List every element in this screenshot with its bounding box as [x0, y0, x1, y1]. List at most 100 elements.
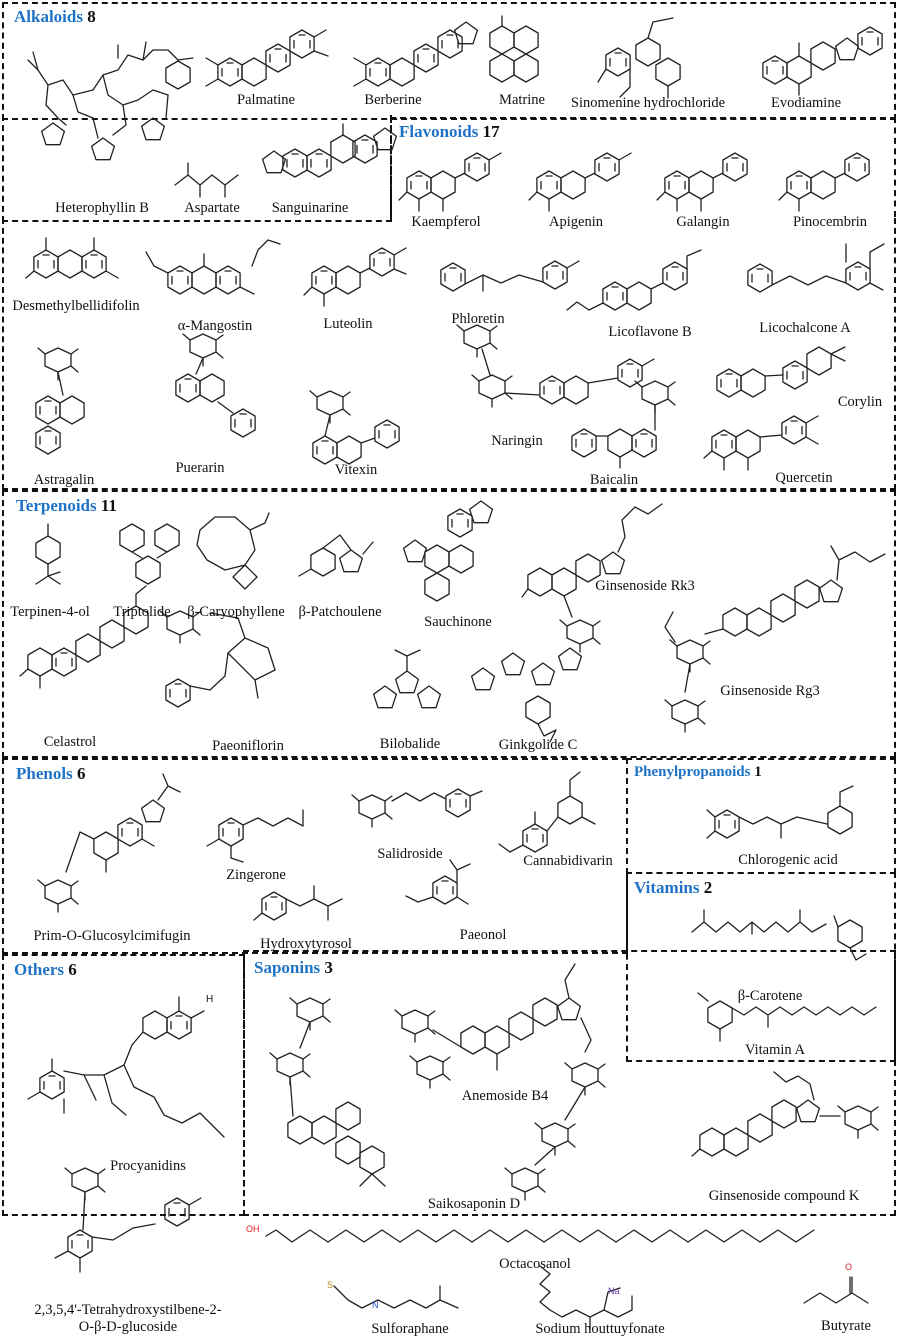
alkaloids-box [2, 2, 896, 120]
label-triptolide: Triptolide [113, 604, 171, 620]
label-evodiamine: Evodiamine [770, 95, 842, 111]
atom-s-1: S [327, 1280, 334, 1290]
label-carotene: β-Carotene [737, 988, 803, 1004]
patchoulene-structure [298, 534, 374, 577]
butyrate-structure [803, 1276, 869, 1304]
hydroxytyrosol-structure [253, 885, 343, 921]
ginkgolide-structure [470, 647, 583, 743]
saikosaponin-structure [269, 997, 386, 1187]
flavonoids-name: Flavonoids [399, 122, 479, 141]
label-matrine: Matrine [499, 92, 545, 108]
houttuyfonate-structure [539, 1265, 633, 1331]
label-quercetin: Quercetin [775, 470, 833, 486]
label-zingerone: Zingerone [226, 867, 286, 883]
label-sauchinone: Sauchinone [424, 614, 492, 630]
vitamins-name: Vitamins [634, 878, 700, 897]
saponins-name: Saponins [254, 958, 321, 977]
phenylpropanoids-header: Phenylpropanoids 1 [634, 764, 762, 781]
label-houttuyfonate: Sodium houttuyfonate [535, 1321, 665, 1337]
celastrol-structure [19, 585, 149, 689]
puerarin-structure [175, 333, 256, 438]
quercetin-structure [703, 415, 819, 471]
label-butyrate: Butyrate [821, 1318, 871, 1334]
matrine-structure [489, 15, 539, 83]
terpenoids-header: Terpenoids 11 [16, 496, 117, 516]
label-patchoulene: β-Patchoulene [298, 604, 382, 620]
label-heterophyllin: Heterophyllin B [55, 200, 149, 216]
label-puerarin: Puerarin [175, 460, 225, 476]
zingerone-structure [206, 809, 304, 863]
phenylpropanoids-count: 1 [754, 764, 762, 780]
label-compoundk: Ginsenoside compound K [708, 1188, 860, 1204]
baicalin-structure [571, 380, 676, 469]
paeoniflorin-structure [159, 610, 276, 708]
phenols-count: 6 [76, 764, 86, 783]
salidroside-structure [351, 788, 483, 828]
vitamins-count: 2 [703, 878, 713, 897]
sauchinone-structure [402, 500, 494, 602]
label-astragalin: Astragalin [33, 472, 95, 488]
label-sanguinarine: Sanguinarine [271, 200, 349, 216]
sulforaphane-structure [333, 1285, 459, 1309]
label-vitexin: Vitexin [334, 462, 378, 478]
alkaloids-header: Alkaloids 8 [14, 7, 96, 27]
label-corylin: Corylin [837, 394, 883, 410]
paeonol-structure [405, 859, 471, 905]
pinocembrin-structure [778, 152, 870, 212]
terpenoids-box [2, 490, 896, 758]
compoundk-structure [691, 1071, 879, 1157]
licochalcone-structure [747, 243, 885, 293]
cannabidivarin-structure [498, 771, 596, 853]
label-caryophyllene: β-Caryophyllene [187, 604, 285, 620]
label-bilobalide: Bilobalide [379, 736, 441, 752]
label-phloretin: Phloretin [451, 311, 505, 327]
apigenin-structure [528, 152, 632, 212]
sanguinarine-structure [261, 123, 398, 178]
label-saikosaponin: Saikosaponin D [427, 1196, 521, 1212]
label-licoflavone: Licoflavone B [608, 324, 692, 340]
others-count: 6 [68, 960, 77, 979]
stilbene-structure [54, 1167, 202, 1273]
label-tetrahydroxy-line2: O-β-D-glucoside [78, 1319, 178, 1335]
label-vitamina: Vitamin A [745, 1042, 805, 1058]
phenols-name: Phenols [16, 764, 73, 783]
label-octacosanol: Octacosanol [499, 1256, 571, 1272]
label-paeonol: Paeonol [459, 927, 507, 943]
rg3-structure [664, 545, 886, 733]
procyanidins-structure [27, 996, 225, 1138]
label-celastrol: Celastrol [43, 734, 97, 750]
desmethylbellidifolin-structure [25, 237, 119, 279]
galangin-structure [656, 152, 748, 212]
label-palmatine: Palmatine [237, 92, 295, 108]
label-hydroxytyrosol: Hydroxytyrosol [260, 936, 352, 952]
phenylpropanoids-name: Phenylpropanoids [634, 764, 751, 780]
aspartate-structure [174, 162, 239, 198]
palmatine-structure [205, 29, 329, 87]
label-luteolin: Luteolin [323, 316, 373, 332]
others-name: Others [14, 960, 65, 979]
alkaloids-count: 8 [87, 7, 96, 26]
heterophyllin-structure [27, 41, 194, 161]
atom-oh-1: OH [246, 1224, 260, 1234]
others-header: Others 6 [14, 960, 77, 980]
label-aspartate: Aspartate [184, 200, 240, 216]
atom-n-1: N [372, 1300, 379, 1310]
atom-o-1: O [845, 1262, 853, 1272]
saponins-box [243, 950, 896, 1216]
berberine-structure [353, 21, 479, 87]
label-rg3: Ginsenoside Rg3 [720, 683, 820, 699]
label-tetrahydroxy-line1: 2,3,5,4'-Tetrahydroxystilbene-2- [34, 1302, 222, 1318]
label-sulforaphane: Sulforaphane [371, 1321, 449, 1337]
label-berberine: Berberine [364, 92, 422, 108]
corylin-structure [716, 346, 846, 398]
terpenoids-name: Terpenoids [16, 496, 97, 515]
primglucosyl-structure [37, 773, 181, 913]
phenols-header: Phenols 6 [16, 764, 85, 784]
label-pinocembrin: Pinocembrin [792, 214, 868, 230]
label-desmethylbellidifolin: Desmethylbellidifolin [12, 298, 140, 314]
label-procyanidins: Procyanidins [110, 1158, 186, 1174]
phloretin-structure [440, 260, 580, 292]
saponins-header: Saponins 3 [254, 958, 333, 978]
label-licochalcone: Licochalcone A [759, 320, 851, 336]
label-cannabidivarin: Cannabidivarin [523, 853, 613, 869]
